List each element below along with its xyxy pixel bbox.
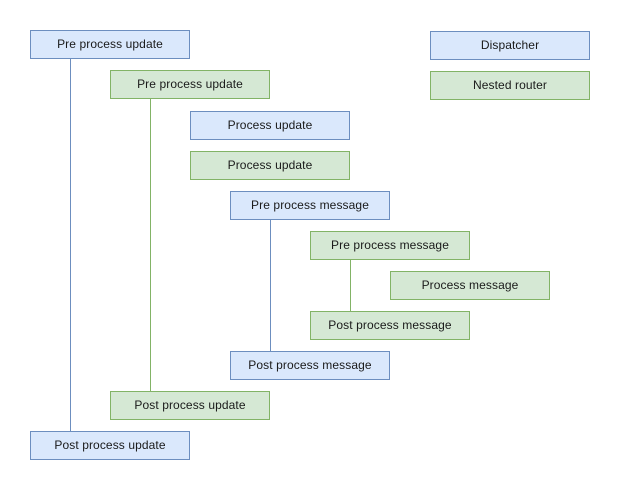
node-label: Post process message: [248, 357, 372, 372]
node-label: Pre process update: [137, 76, 243, 91]
legend-item-dispatcher[interactable]: Dispatcher: [430, 31, 590, 60]
node-post-process-update-nested[interactable]: Post process update: [110, 391, 270, 420]
node-label: Pre process message: [251, 197, 369, 212]
node-post-process-message-nested[interactable]: Post process message: [310, 311, 470, 340]
legend-item-nested-router[interactable]: Nested router: [430, 71, 590, 100]
node-pre-process-message-nested[interactable]: Pre process message: [310, 231, 470, 260]
node-label: Process update: [227, 117, 313, 132]
node-pre-process-message-dispatcher[interactable]: Pre process message: [230, 191, 390, 220]
node-label: Post process update: [134, 397, 246, 412]
node-label: Post process update: [54, 437, 166, 452]
node-label: Process update: [227, 157, 313, 172]
node-process-update-dispatcher[interactable]: Process update: [190, 111, 350, 140]
connector-nested-1: [150, 99, 151, 391]
node-post-process-update-dispatcher[interactable]: Post process update: [30, 431, 190, 460]
node-label: Pre process message: [331, 237, 449, 252]
connector-dispatcher-0: [70, 59, 71, 431]
node-process-message-nested[interactable]: Process message: [390, 271, 550, 300]
node-pre-process-update-nested[interactable]: Pre process update: [110, 70, 270, 99]
node-process-update-nested[interactable]: Process update: [190, 151, 350, 180]
connector-nested-3: [350, 260, 351, 311]
node-label: Post process message: [328, 317, 452, 332]
node-pre-process-update-dispatcher[interactable]: Pre process update: [30, 30, 190, 59]
node-post-process-message-dispatcher[interactable]: Post process message: [230, 351, 390, 380]
node-label: Pre process update: [57, 36, 163, 51]
legend-item-label: Dispatcher: [480, 37, 540, 52]
connector-dispatcher-2: [270, 220, 271, 351]
node-label: Process message: [421, 277, 519, 292]
legend-item-label: Nested router: [472, 77, 547, 92]
